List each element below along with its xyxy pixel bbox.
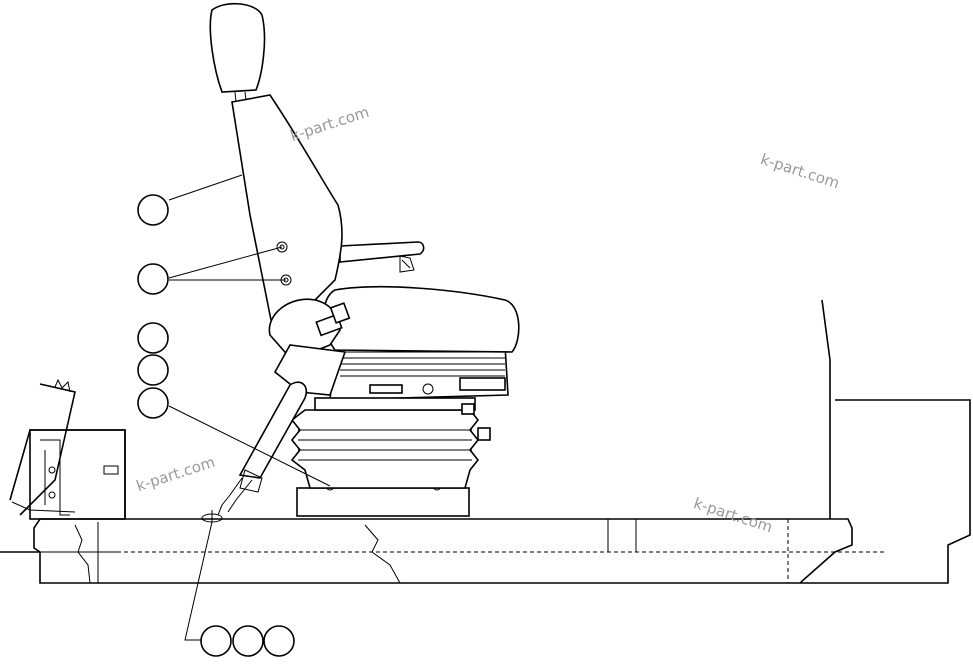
left-console bbox=[9, 378, 126, 520]
callout-3 bbox=[137, 322, 169, 354]
callout-6 bbox=[200, 625, 232, 657]
callout-8 bbox=[263, 625, 295, 657]
callout-2 bbox=[137, 263, 169, 295]
seat-suspension-bellows bbox=[290, 409, 491, 489]
floor-frame bbox=[0, 299, 971, 584]
callout-circles bbox=[137, 194, 295, 657]
callout-1 bbox=[137, 194, 169, 226]
callout-5 bbox=[137, 387, 169, 419]
headrest bbox=[209, 2, 266, 103]
seat-cushion bbox=[323, 285, 520, 353]
leader-lines bbox=[168, 174, 331, 641]
callout-4 bbox=[137, 354, 169, 386]
armrest bbox=[339, 241, 425, 273]
seat-belt-assembly bbox=[201, 298, 351, 523]
callout-7 bbox=[232, 625, 264, 657]
